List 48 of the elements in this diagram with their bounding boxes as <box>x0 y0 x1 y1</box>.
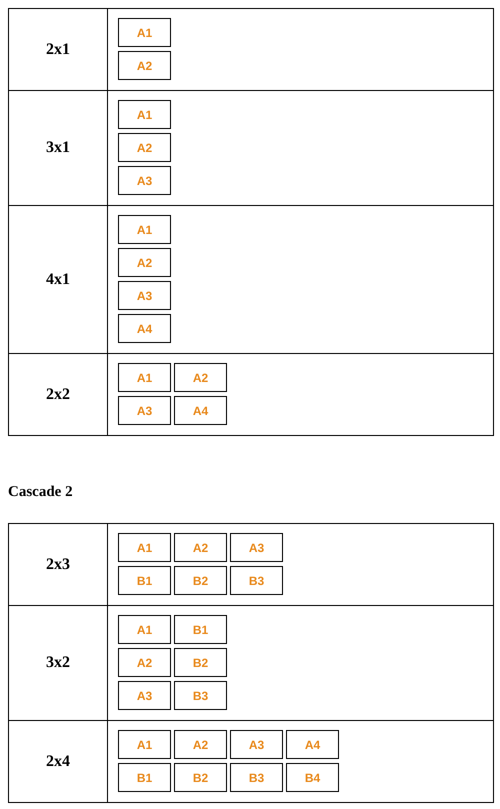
label-box: B1 <box>118 763 171 792</box>
label-box: A3 <box>230 533 283 562</box>
label-box: A1 <box>118 18 171 47</box>
label-box: A1 <box>118 363 171 392</box>
row-label: 3x2 <box>45 653 71 673</box>
label-box: A1 <box>118 215 171 244</box>
table-row <box>9 91 493 206</box>
label-box: A3 <box>118 681 171 710</box>
label-box: A4 <box>286 730 339 759</box>
label-box: A2 <box>174 730 227 759</box>
label-box: A1 <box>118 730 171 759</box>
label-box: A4 <box>174 396 227 425</box>
row-label: 3x1 <box>45 138 71 158</box>
label-box: A2 <box>174 363 227 392</box>
label-box: B2 <box>174 566 227 595</box>
label-box: A3 <box>230 730 283 759</box>
label-box: A2 <box>118 133 171 162</box>
label-box: B3 <box>174 681 227 710</box>
label-box: A2 <box>174 533 227 562</box>
table-row <box>9 9 493 91</box>
label-box: A2 <box>118 648 171 677</box>
table-row <box>9 524 493 606</box>
label-box: A1 <box>118 615 171 644</box>
label-box: A1 <box>118 533 171 562</box>
row-label: 2x4 <box>45 752 71 772</box>
section-heading: Cascade 2 <box>8 484 73 501</box>
label-box: B4 <box>286 763 339 792</box>
label-box: A3 <box>118 281 171 310</box>
row-label: 2x3 <box>45 554 71 574</box>
label-box: A2 <box>118 51 171 80</box>
label-box: B1 <box>118 566 171 595</box>
label-box: A4 <box>118 314 171 343</box>
label-box: B3 <box>230 763 283 792</box>
table-row <box>9 206 493 354</box>
label-box: B2 <box>174 648 227 677</box>
label-box: B3 <box>230 566 283 595</box>
row-label: 4x1 <box>45 270 71 290</box>
label-box: B2 <box>174 763 227 792</box>
table-row <box>9 721 493 803</box>
label-box: A3 <box>118 166 171 195</box>
label-box: B1 <box>174 615 227 644</box>
table-row <box>9 606 493 721</box>
table-row <box>9 354 493 436</box>
label-box: A2 <box>118 248 171 277</box>
row-label: 2x2 <box>45 384 71 404</box>
row-label: 2x1 <box>45 40 71 60</box>
label-box: A3 <box>118 396 171 425</box>
label-box: A1 <box>118 100 171 129</box>
